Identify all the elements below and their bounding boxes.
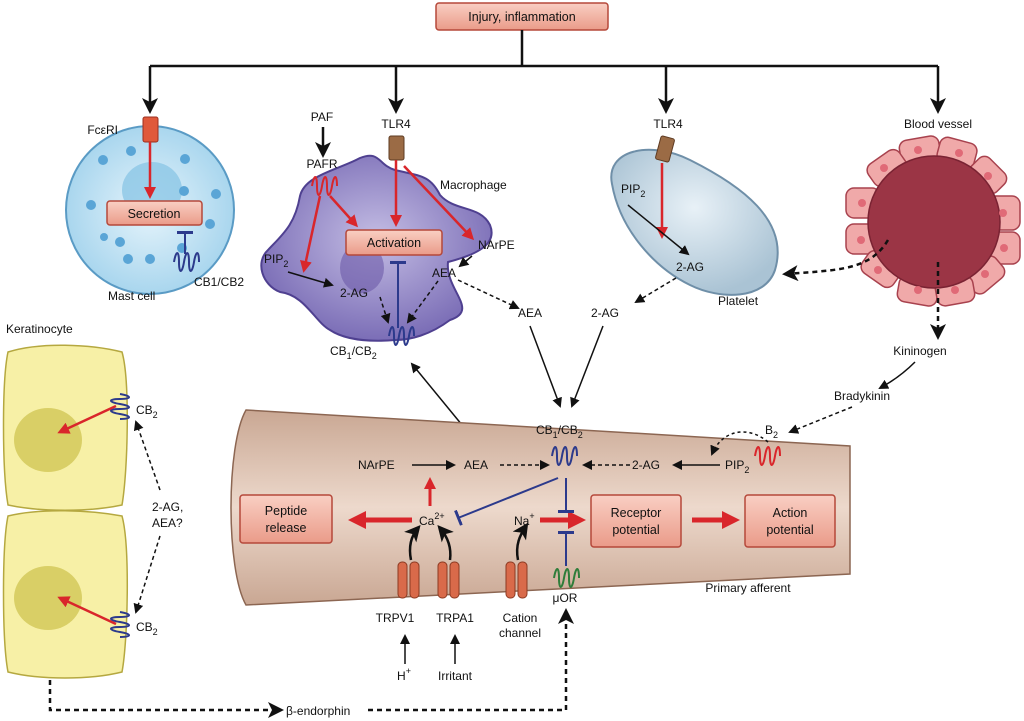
keratinocyte-cb-top-sub: 2 [153,410,158,420]
macrophage-cb-sub1: 1 [347,351,352,361]
macrophage-cb-label: CB1/CB2 [330,344,377,361]
blood-vessel: Blood vessel Kininogen Bradykinin [782,117,1021,434]
afferent-cb-sub1: 1 [553,430,558,440]
cation-line1: Cation [503,611,538,625]
muor-label: μOR [553,591,578,605]
keratinocytes: Keratinocyte CB2 CB2 2-AG, AEA? [2,322,183,679]
sodium-text: Na [514,514,530,528]
platelet-pip-label: PIP2 [621,182,645,199]
keratinocyte-label: Keratinocyte [6,322,73,336]
primary-afferent: Primary afferent CB1/CB2 NArPE AEA 2-AG … [230,409,851,683]
endorphin-label: β-endorphin [286,704,350,718]
macrophage-narpe-label: NArPE [478,238,515,252]
distribution-lines [142,30,946,114]
mast-cb-label: CB1/CB2 [194,275,244,289]
activation-box [345,229,443,256]
macrophage-aea-label: AEA [432,266,456,280]
bradykinin-label: Bradykinin [834,389,890,403]
keratinocyte-cb-top: CB2 [136,403,158,420]
keratinocyte-cb-bottom: CB2 [136,620,158,637]
secretion-label: Secretion [128,207,181,221]
trpa1-channel [437,561,460,599]
primary-afferent-label: Primary afferent [705,581,791,595]
afferent-b2-label: B2 [765,423,778,440]
afferent-2ag-label: 2-AG [632,458,660,472]
calcium-label: Ca2+ [419,511,445,528]
cation-line2: channel [499,626,541,640]
kininogen-label: Kininogen [893,344,946,358]
platelet-2ag-label: 2-AG [676,260,704,274]
macrophage-tlr4-label: TLR4 [381,117,411,131]
irritant-label: Irritant [438,669,473,683]
afferent-cb-text: CB [536,423,553,437]
macrophage-label: Macrophage [440,178,507,192]
trpv1-label: TRPV1 [376,611,415,625]
peptide-line2: release [266,521,307,535]
paf-label: PAF [311,110,333,124]
macrophage-pip-sub: 2 [283,259,288,269]
middle-aea-label: AEA [518,306,542,320]
receptor-line1: Receptor [611,506,662,520]
keratinocyte-cb-top-text: CB [136,403,153,417]
proton-sup: + [406,666,411,676]
macrophage-cb-sub2: 2 [372,351,377,361]
fceri-label: FcεRI [87,123,118,137]
secretion-box [106,200,203,226]
peptide-release-box [239,494,333,544]
calcium-sup: 2+ [434,511,444,521]
blood-vessel-label: Blood vessel [904,117,972,131]
macrophage-cb-slash: /CB [352,344,372,358]
pafr-label: PAFR [306,157,337,171]
injury-node: Injury, inflammation [435,2,609,31]
afferent-b2-sub: 2 [773,430,778,440]
action-line1: Action [773,506,808,520]
action-potential-box [744,494,836,548]
keratinocyte-question-1: 2-AG, [152,500,183,514]
trpv1-channel [397,561,420,599]
injury-label: Injury, inflammation [468,10,575,24]
afferent-cb-label: CB1/CB2 [536,423,583,440]
afferent-pip-label: PIP2 [725,458,749,475]
afferent-cb-slash: /CB [558,423,578,437]
afferent-cb-sub2: 2 [578,430,583,440]
receptor-line2: potential [612,523,659,537]
platelet-label: Platelet [718,294,759,308]
peptide-line1: Peptide [265,504,307,518]
afferent-b2-text: B [765,423,773,437]
afferent-narpe-label: NArPE [358,458,395,472]
keratinocyte-question-2: AEA? [152,516,183,530]
sodium-sup: + [529,511,534,521]
macrophage-pip-label: PIP2 [264,252,288,269]
mast-cell-label: Mast cell [108,289,155,303]
platelet-pip-text: PIP [621,182,640,196]
macrophage-2ag-label: 2-AG [340,286,368,300]
mast-cell: FcεRI Secretion Mast cell CB1/CB2 [65,116,244,303]
keratinocyte-cb-bottom-sub: 2 [153,627,158,637]
afferent-aea-label: AEA [464,458,488,472]
proton-label: H+ [397,666,411,683]
endorphin-loop: β-endorphin [48,608,574,718]
keratinocyte-cb-bottom-text: CB [136,620,153,634]
trpa1-label: TRPA1 [436,611,474,625]
platelet: TLR4 PIP2 2-AG Platelet [610,117,779,308]
afferent-pip-text: PIP [725,458,744,472]
receptor-potential-box [590,494,682,548]
cation-channel [505,561,528,599]
macrophage-pip-text: PIP [264,252,283,266]
proton-text: H [397,669,406,683]
activation-label: Activation [367,236,421,250]
calcium-text: Ca [419,514,435,528]
macrophage: PAF PAFR TLR4 Macrophage Activation NArP… [260,110,520,361]
afferent-pip-sub: 2 [744,465,749,475]
platelet-pip-sub: 2 [640,189,645,199]
action-line2: potential [766,523,813,537]
middle-2ag-label: 2-AG [591,306,619,320]
macrophage-cb-text: CB [330,344,347,358]
platelet-tlr4-label: TLR4 [653,117,683,131]
